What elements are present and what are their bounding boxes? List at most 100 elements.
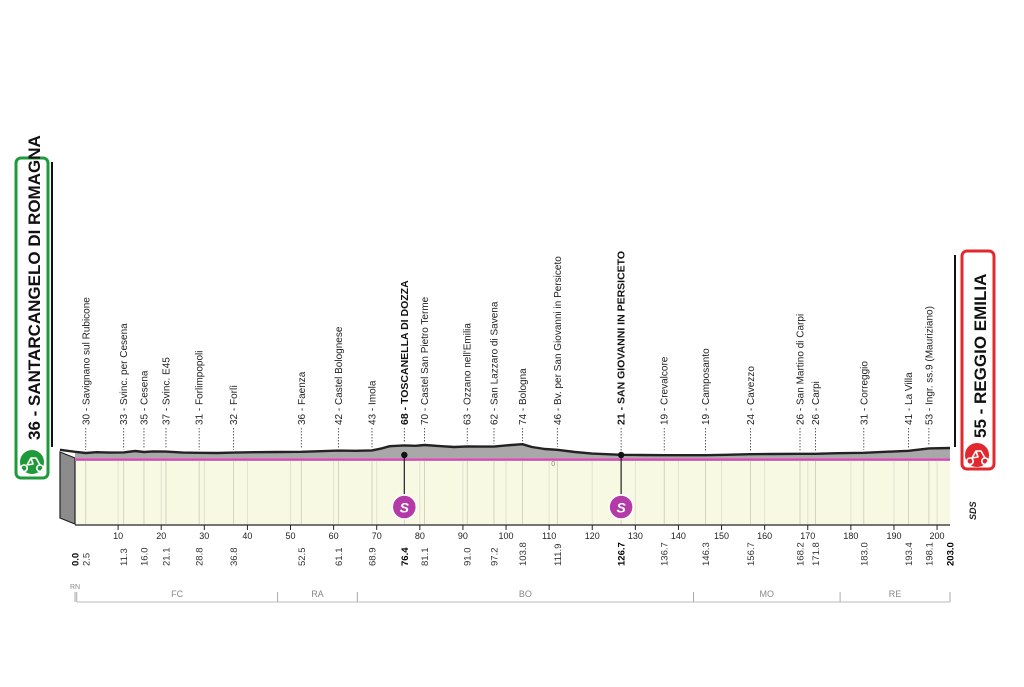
km-tick-label-70: 70	[372, 531, 382, 541]
km-tick-label-60: 60	[329, 531, 339, 541]
start-bike-icon	[20, 457, 44, 473]
waypoint-layer: 30 - Savignano sul Rubicone 33 - Svinc. p…	[81, 251, 935, 453]
km-label-13: 97.2	[489, 548, 500, 567]
km-label-6: 36.8	[229, 548, 240, 567]
waypoint-label-12: 62 - San Lazzaro di Savena	[489, 301, 500, 425]
km-label-0: 0.0	[71, 553, 82, 566]
km-tick-label-110: 110	[542, 531, 556, 541]
profile-top-left	[59, 448, 76, 453]
km-tick-label-20: 20	[156, 531, 166, 541]
profile-base-fill	[75, 461, 950, 524]
profile-shape: 0	[59, 443, 951, 468]
waypoint-label-7: 42 - Castel Bolognese	[334, 326, 345, 425]
km-tick-label-120: 120	[585, 531, 600, 541]
waypoint-label-2: 35 - Cesena	[139, 370, 150, 425]
km-label-9: 68.9	[367, 548, 378, 567]
km-tick-label-180: 180	[843, 531, 858, 541]
km-tick-label-190: 190	[886, 531, 901, 541]
waypoint-label-14: 46 - Bv. per San Giovanni in Persiceto	[553, 256, 564, 425]
waypoint-label-9: 68 - TOSCANELLA DI DOZZA	[399, 280, 411, 425]
km-label-4: 21.1	[161, 548, 172, 567]
waypoint-label-18: 24 - Cavezzo	[746, 366, 757, 425]
province-label-re: RE	[889, 589, 902, 599]
profile-left-face-outline	[59, 451, 76, 525]
km-label-2: 11.3	[119, 548, 130, 566]
start-name: SANTARCANGELO DI ROMAGNA	[25, 135, 44, 406]
km-label-8: 61.1	[334, 548, 345, 567]
waypoint-label-11: 63 - Ozzano nell'Emilia	[463, 323, 474, 425]
waypoint-label-3: 37 - Svinc. E45	[161, 357, 172, 425]
waypoint-label-0: 30 - Savignano sul Rubicone	[81, 297, 92, 425]
finish-card-box	[960, 249, 996, 471]
km-label-21: 171.8	[811, 542, 822, 566]
km-tick-label-40: 40	[242, 531, 252, 541]
km-label-14: 103.8	[518, 542, 529, 566]
publisher-mark: SDS	[968, 501, 978, 520]
waypoint-label-15: 21 - SAN GIOVANNI IN PERSICETO	[616, 251, 628, 425]
km-label-20: 168.2	[796, 542, 807, 566]
km-tick-label-100: 100	[499, 531, 514, 541]
km-label-15: 111.9	[553, 544, 564, 566]
km-label-1: 2.5	[81, 553, 92, 566]
start-card: 36 - SANTARCANGELO DI ROMAGNA	[14, 135, 50, 480]
km-label-12: 91.0	[463, 548, 474, 567]
province-label-bo: BO	[519, 589, 532, 599]
profile-base	[59, 451, 950, 525]
waypoint-label-16: 19 - Crevalcore	[660, 356, 671, 425]
km-tick-label-200: 200	[930, 531, 945, 541]
waypoint-label-1: 33 - Svinc. per Cesena	[119, 323, 130, 425]
km-label-17: 136.7	[660, 542, 671, 566]
province-label-mo: MO	[760, 589, 775, 599]
waypoint-label-23: 53 - Ingr. ss.9 (Mauriziano)	[924, 306, 935, 425]
km-label-19: 156.7	[746, 542, 757, 566]
province-label-ra: RA	[311, 589, 324, 599]
sprint-badge-0	[391, 494, 418, 520]
km-tick-label-170: 170	[800, 531, 815, 541]
sprint-dot-0	[401, 451, 408, 459]
province-label-fc: FC	[171, 589, 183, 599]
km-tick-label-160: 160	[757, 531, 772, 541]
sprint-symbol-0: S	[400, 500, 410, 516]
finish-name: REGGIO EMILIA	[971, 274, 990, 404]
waypoint-label-20: 26 - Carpi	[811, 381, 822, 425]
km-tick-label-80: 80	[415, 531, 425, 541]
km-label-5: 28.8	[195, 548, 206, 567]
waypoint-label-4: 31 - Forlimpopoli	[195, 351, 206, 425]
km-tick-label-10: 10	[113, 531, 123, 541]
profile-left-face	[60, 452, 75, 524]
km-tick-label-140: 140	[671, 531, 686, 541]
waypoint-label-22: 41 - La Villa	[904, 372, 915, 425]
km-label-24: 198.1	[924, 542, 935, 566]
km-tick-label-150: 150	[714, 531, 729, 541]
km-label-3: 16.0	[139, 548, 150, 567]
sprint-dot-1	[617, 451, 625, 459]
km-label-11: 81.1	[420, 548, 431, 567]
km-tick-label-30: 30	[199, 531, 209, 541]
waypoint-label-5: 32 - Forlì	[229, 385, 240, 425]
start-card-box	[14, 156, 50, 480]
km-label-22: 183.0	[859, 542, 870, 566]
km-tick-label-90: 90	[458, 531, 468, 541]
sprint-symbol-1: S	[616, 500, 626, 516]
waypoint-label-19: 26 - San Martino di Carpi	[796, 314, 807, 425]
waypoint-label-10: 70 - Castel San Pietro Terme	[420, 296, 431, 425]
km-label-23: 193.4	[904, 542, 915, 566]
sprint-badge-1	[608, 494, 634, 520]
km-tick-label-130: 130	[628, 531, 643, 541]
waypoint-label-8: 43 - Imola	[367, 380, 378, 425]
waypoint-label-21: 31 - Correggio	[859, 361, 870, 425]
finish-card: 55 - REGGIO EMILIA	[960, 249, 996, 471]
start-altitude: 36	[25, 421, 44, 440]
km-label-10: 76.4	[400, 547, 411, 566]
km-label-16: 126.7	[617, 542, 628, 566]
waypoint-label-13: 74 - Bologna	[518, 368, 529, 425]
finish-label: 55 - REGGIO EMILIA	[971, 274, 990, 438]
profile-top-line	[74, 443, 951, 457]
km-label-25: 203.0	[946, 542, 957, 566]
